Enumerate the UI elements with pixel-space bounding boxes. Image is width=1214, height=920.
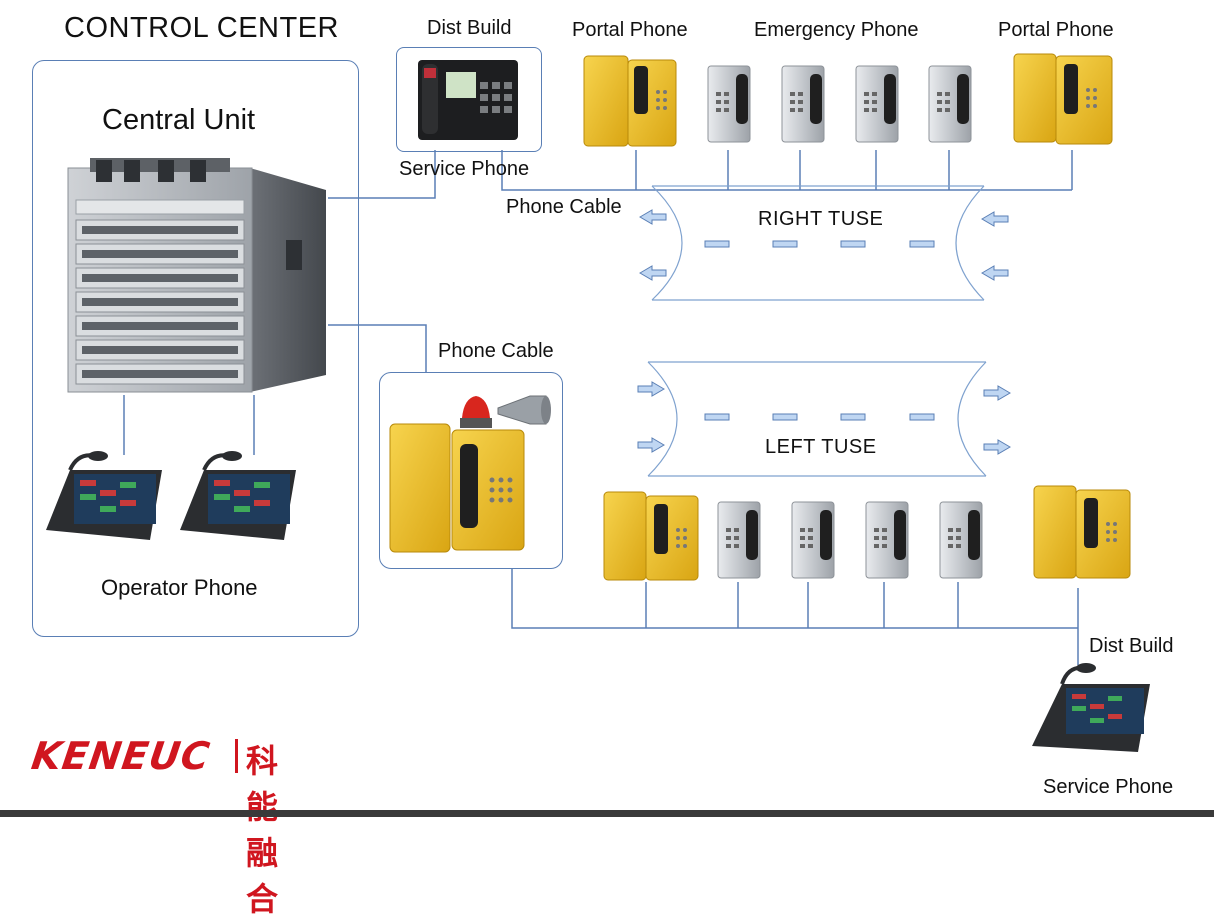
- middle-alarm-phone-image: [389, 395, 551, 553]
- brand-logo-divider: [235, 739, 238, 773]
- left-tunnel: [647, 361, 987, 477]
- top-service-phone-image: [418, 60, 518, 140]
- bottom-emergency-phone-2-image: [791, 501, 835, 579]
- top-emergency-phone-3-image: [855, 65, 899, 143]
- operator-phone-2-image: [180, 451, 296, 540]
- top-emergency-phone-1-image: [707, 65, 751, 143]
- bottom-service-phone-image: [1032, 663, 1150, 752]
- middle-phone-cable-box: [379, 372, 563, 569]
- top-emergency-phone-2-image: [781, 65, 825, 143]
- bottom-service-phone-label: Service Phone: [1043, 776, 1174, 798]
- emergency-phone-label: Emergency Phone: [754, 19, 919, 41]
- diagram-canvas: [46, 53, 1150, 752]
- bottom-dist-build-label: Dist Build: [1089, 635, 1174, 657]
- control-center-title: CONTROL CENTER: [64, 12, 339, 44]
- top-portal-phone-right-label: Portal Phone: [998, 19, 1114, 41]
- top-dist-build-label: Dist Build: [427, 17, 512, 39]
- bottom-portal-phone-left-image: [603, 491, 699, 581]
- bottom-bar: [0, 810, 1214, 817]
- cable-top-bus: [501, 150, 1072, 191]
- cable-to-middle-box: [328, 324, 427, 372]
- top-service-phone-box: [396, 47, 542, 152]
- central-unit-label: Central Unit: [102, 104, 256, 136]
- brand-logo-cn: 科能融合: [246, 742, 285, 918]
- top-portal-phone-left-label: Portal Phone: [572, 19, 688, 41]
- top-emergency-phone-4-image: [928, 65, 972, 143]
- top-service-phone-label: Service Phone: [399, 158, 530, 180]
- top-portal-phone-right-image: [1013, 53, 1113, 145]
- cable-to-top-service-phone: [328, 150, 436, 199]
- right-tunnel-arrows: [639, 209, 1009, 281]
- right-tunnel-label: RIGHT TUSE: [758, 208, 884, 230]
- right-tunnel: [651, 185, 985, 301]
- cable-bottom-bus: [511, 568, 1078, 629]
- middle-phone-cable-label: Phone Cable: [438, 340, 554, 362]
- top-portal-phone-left-image: [583, 55, 677, 147]
- brand-logo-en: KENEUC: [28, 734, 214, 778]
- top-phone-cable-label: Phone Cable: [506, 196, 622, 218]
- bottom-emergency-phone-1-image: [717, 501, 761, 579]
- operator-phone-label: Operator Phone: [101, 575, 258, 600]
- bottom-emergency-phone-3-image: [865, 501, 909, 579]
- bottom-portal-phone-right-image: [1033, 485, 1131, 579]
- operator-phone-1-image: [46, 451, 162, 540]
- left-tunnel-arrows: [637, 381, 1011, 455]
- control-center-box: [32, 60, 359, 637]
- bottom-emergency-phone-4-image: [939, 501, 983, 579]
- left-tunnel-label: LEFT TUSE: [765, 436, 877, 458]
- central-unit-rack-image: [67, 158, 326, 393]
